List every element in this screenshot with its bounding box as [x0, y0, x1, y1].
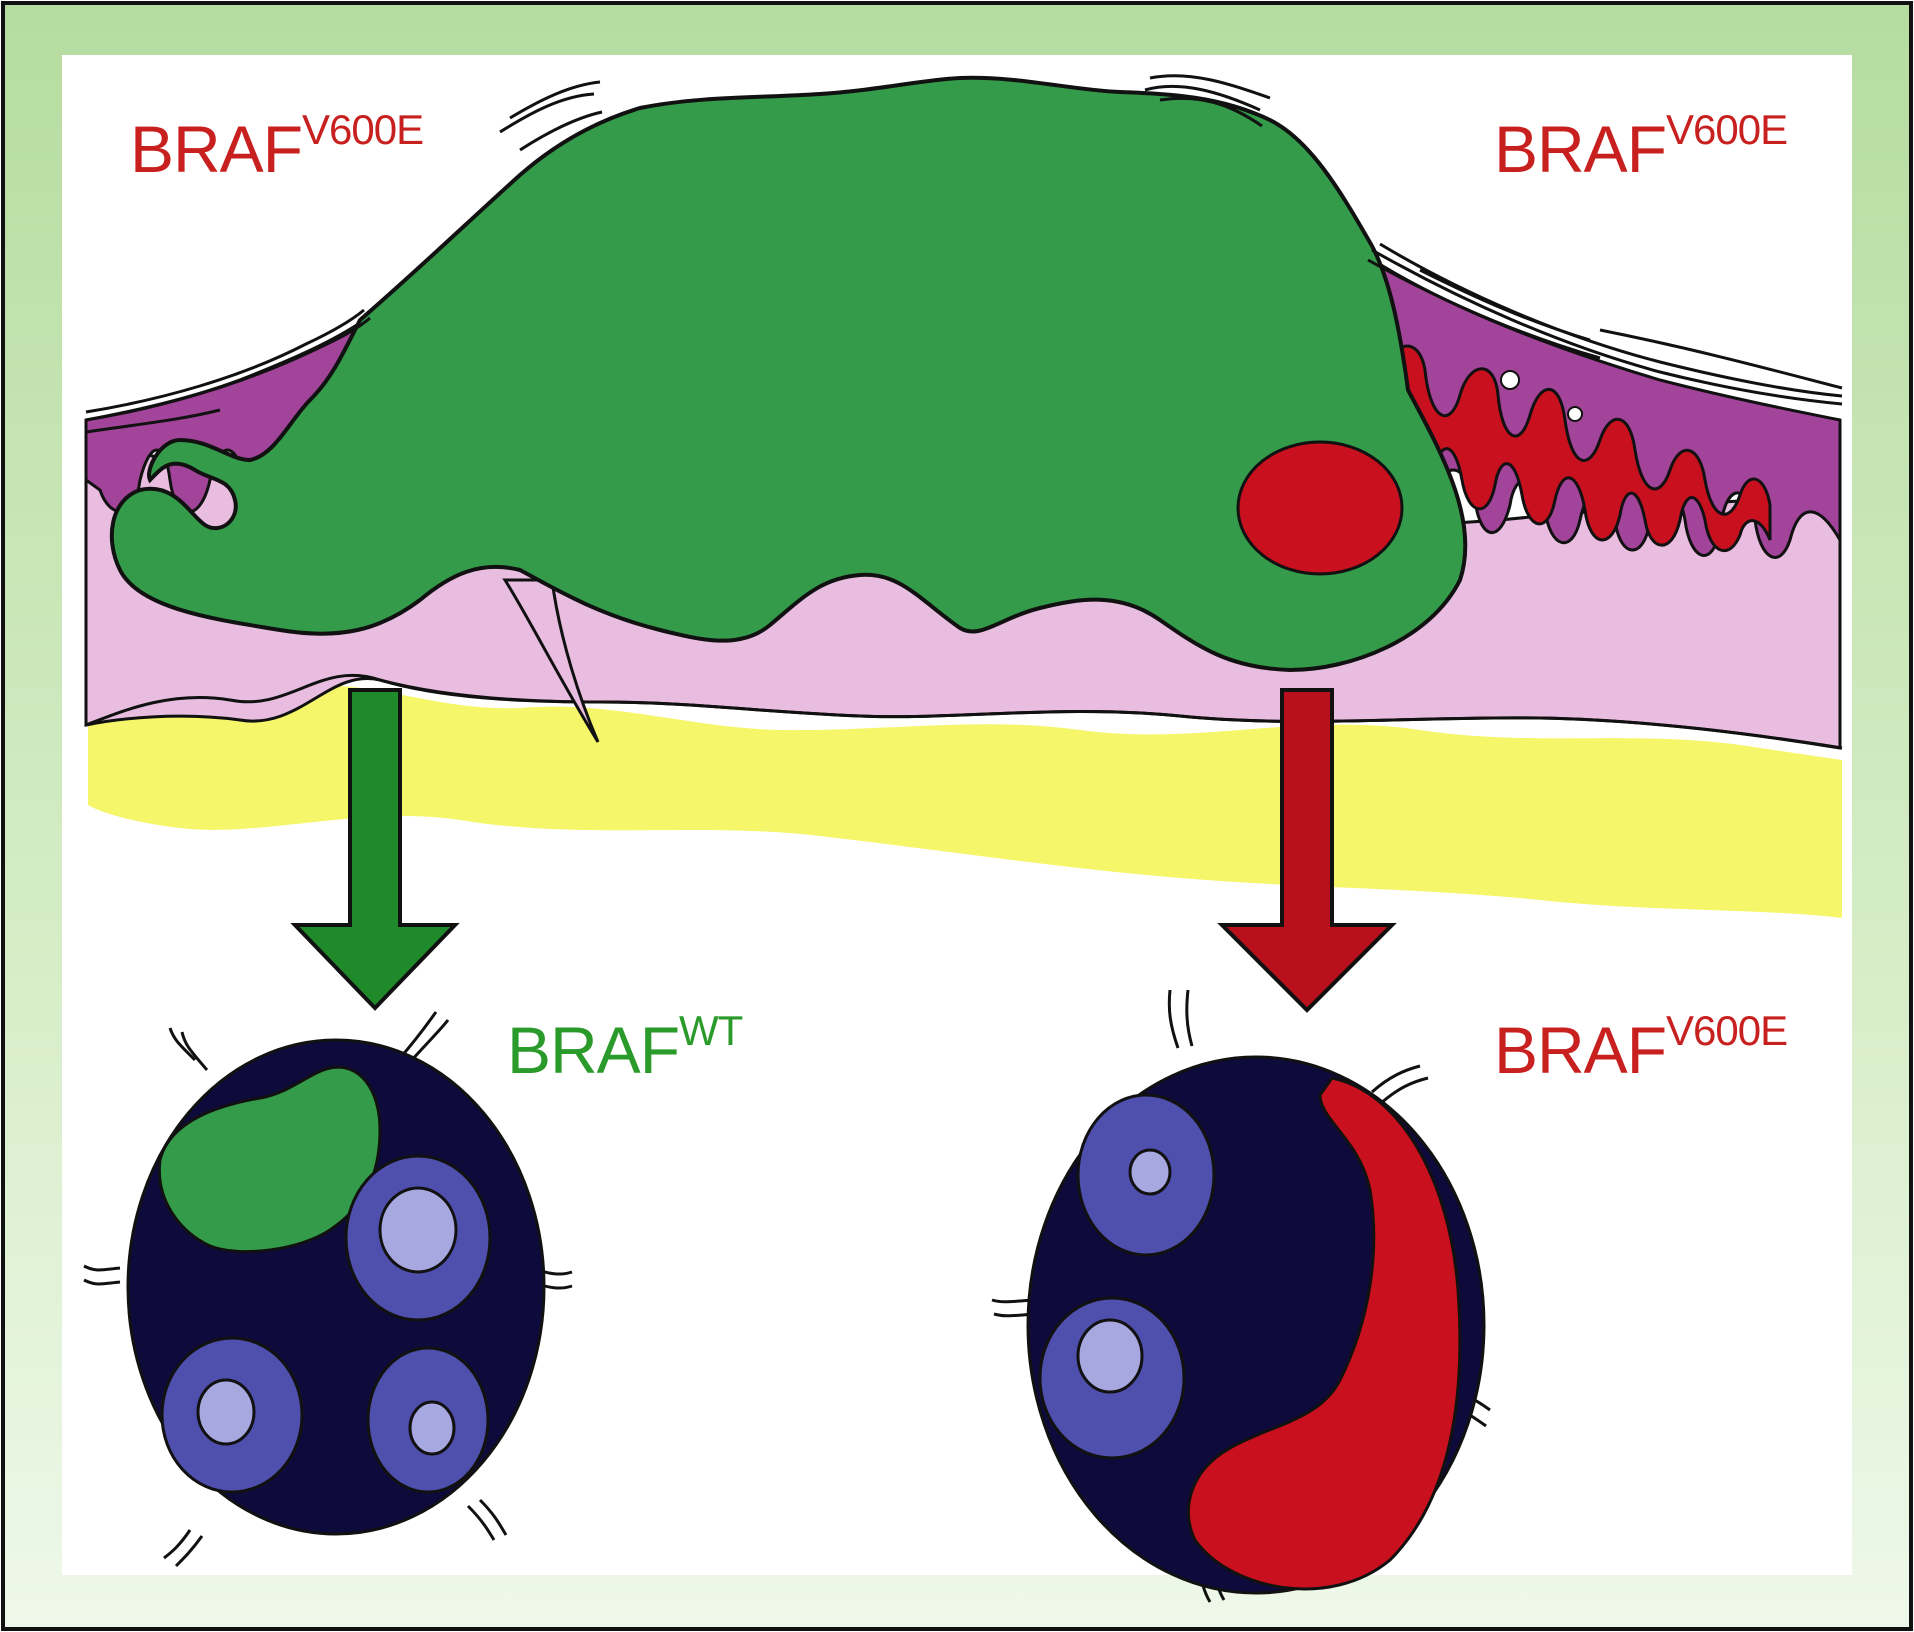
label-superscript: V600E — [302, 106, 423, 153]
label-base: BRAF — [507, 1013, 679, 1087]
label-braf-v600e-top-left: BRAFV600E — [130, 116, 423, 182]
epidermal-vacuole — [1568, 407, 1582, 421]
label-superscript: V600E — [1666, 106, 1787, 153]
cell-nucleolus — [1078, 1320, 1142, 1392]
label-base: BRAF — [1494, 112, 1666, 186]
label-braf-v600e-bottom-right: BRAFV600E — [1494, 1017, 1787, 1083]
epidermal-vacuole — [1501, 371, 1519, 389]
label-base: BRAF — [1494, 1013, 1666, 1087]
label-braf-v600e-top-right: BRAFV600E — [1494, 116, 1787, 182]
label-superscript: WT — [679, 1007, 742, 1054]
mutant-cell-nest — [1238, 442, 1402, 574]
label-base: BRAF — [130, 112, 302, 186]
cell-nucleolus — [380, 1188, 456, 1272]
label-superscript: V600E — [1666, 1007, 1787, 1054]
cell-nucleolus — [198, 1380, 254, 1444]
label-braf-wt: BRAFWT — [507, 1017, 742, 1083]
cell-nucleolus — [1130, 1150, 1170, 1194]
cell-nucleolus — [410, 1402, 454, 1454]
